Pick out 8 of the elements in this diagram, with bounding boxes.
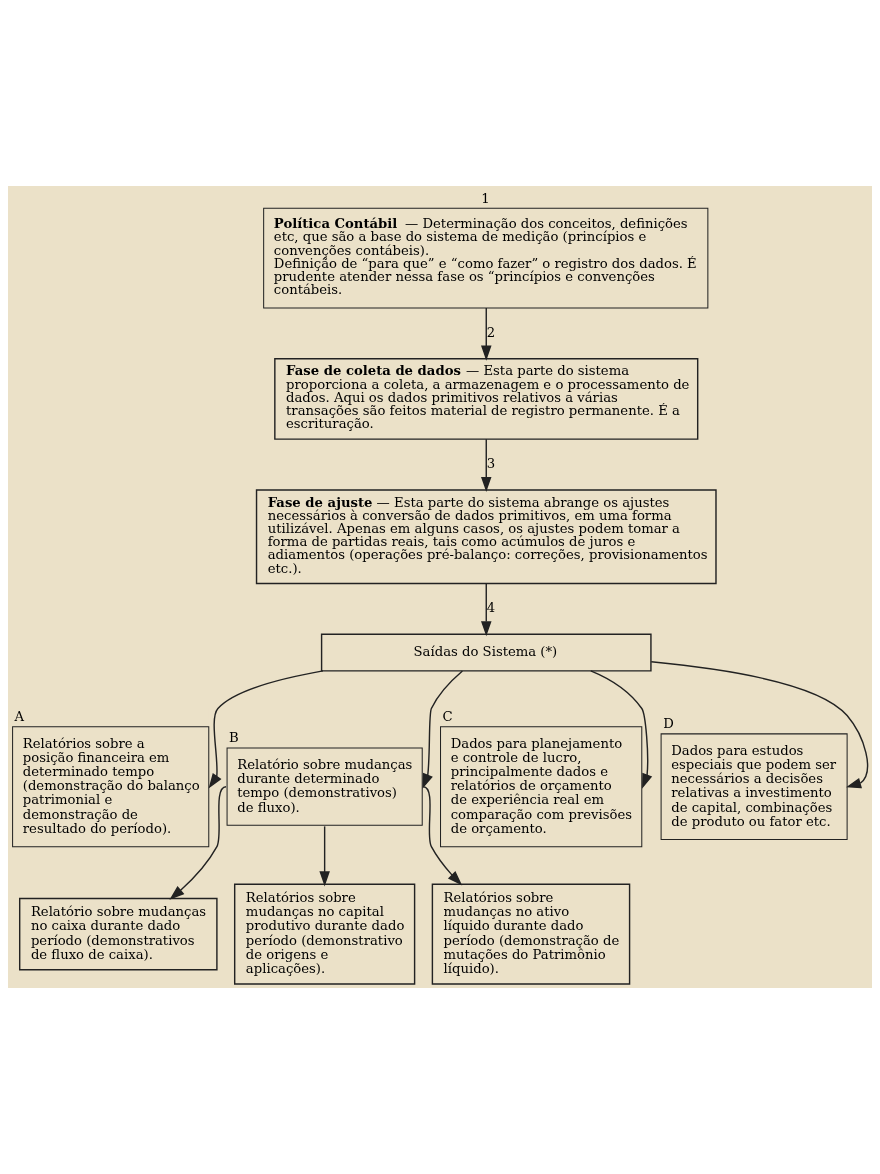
node-label: 1 [481,190,490,206]
edge-label: 3 [486,455,496,471]
node-label: C [442,709,453,725]
node-label: D [663,716,674,732]
edge-label: 4 [486,600,496,616]
edge-label: 2 [486,324,496,340]
node-label: A [14,709,25,725]
node-label: B [229,730,239,746]
